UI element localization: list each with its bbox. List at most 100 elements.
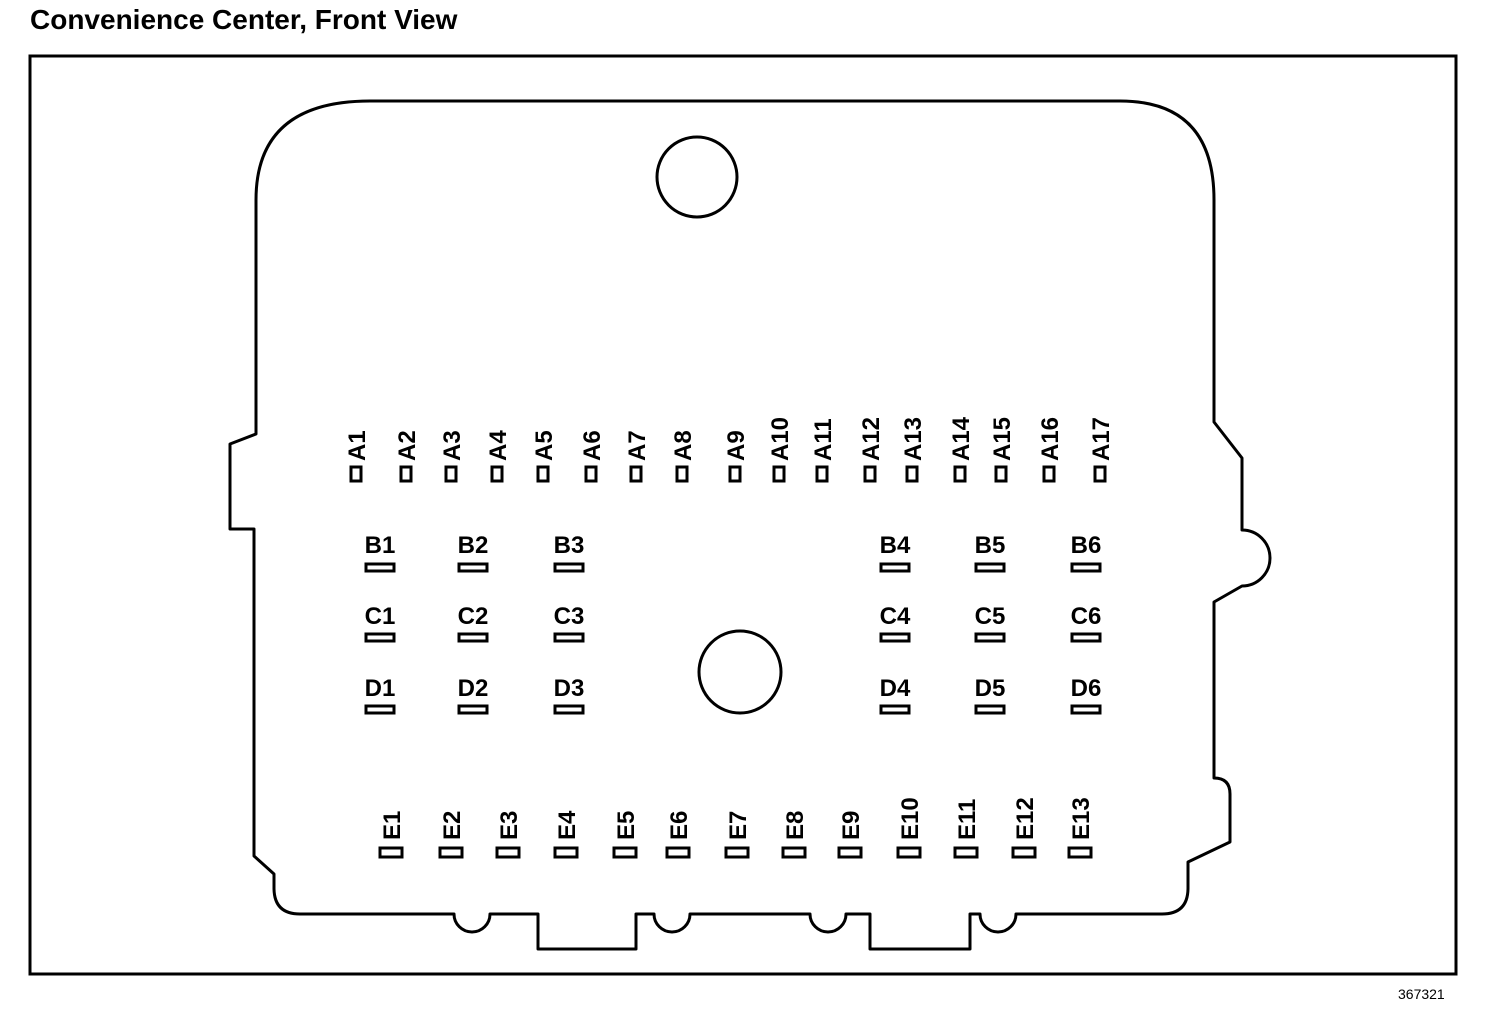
label-b6: B6 [1071,532,1102,559]
terminal-b6 [1070,562,1102,573]
terminal-row-b: B1 B2 B3 B4 B5 B6 [364,532,1102,573]
terminal-e12 [1011,846,1037,859]
label-e9: E9 [838,811,865,840]
label-a17: A17 [1088,417,1115,461]
terminal-e13 [1067,846,1093,859]
terminal-c4 [879,632,911,643]
terminal-a17 [1093,465,1107,483]
terminal-a14 [953,465,967,483]
label-b5: B5 [975,532,1006,559]
terminal-e8 [781,846,807,859]
label-c3: C3 [554,603,585,630]
terminal-b2 [457,562,489,573]
terminal-e6 [665,846,691,859]
label-b4: B4 [880,532,911,559]
label-e8: E8 [782,811,809,840]
terminal-d3 [553,704,585,715]
label-d4: D4 [880,675,911,702]
label-a8: A8 [670,430,697,461]
terminal-a2 [399,465,413,483]
terminal-d4 [879,704,911,715]
terminal-a5 [536,465,550,483]
label-a14: A14 [948,416,975,461]
terminal-a6 [584,465,598,483]
label-e13: E13 [1068,797,1095,840]
label-a10: A10 [767,417,794,461]
terminal-c1 [364,632,396,643]
terminal-d6 [1070,704,1102,715]
terminal-a11 [815,465,829,483]
label-a16: A16 [1037,417,1064,461]
label-a13: A13 [900,417,927,461]
label-a7: A7 [624,430,651,461]
terminal-a13 [905,465,919,483]
terminal-a3 [444,465,458,483]
terminal-e11 [953,846,979,859]
label-b3: B3 [554,532,585,559]
label-a4: A4 [485,430,512,461]
label-e2: E2 [439,811,466,840]
label-e6: E6 [666,811,693,840]
terminal-b5 [974,562,1006,573]
label-a3: A3 [439,430,466,461]
label-a9: A9 [723,430,750,461]
terminal-e5 [612,846,638,859]
terminal-a7 [629,465,643,483]
label-d1: D1 [365,675,396,702]
terminal-c6 [1070,632,1102,643]
label-a1: A1 [344,430,371,461]
terminal-b4 [879,562,911,573]
terminal-a9 [728,465,742,483]
label-b1: B1 [365,532,396,559]
label-d3: D3 [554,675,585,702]
label-c1: C1 [365,603,396,630]
terminal-e9 [837,846,863,859]
terminal-a16 [1042,465,1056,483]
label-e5: E5 [613,811,640,840]
outer-frame [28,54,1458,976]
terminal-a1 [349,465,363,483]
terminal-a10 [772,465,786,483]
terminal-e1 [378,846,404,859]
figure-number: 367321 [1398,986,1445,1002]
label-e11: E11 [954,799,981,840]
terminal-d2 [457,704,489,715]
label-a2: A2 [394,430,421,461]
terminal-d5 [974,704,1006,715]
label-e3: E3 [496,811,523,840]
terminal-c2 [457,632,489,643]
diagram-title: Convenience Center, Front View [30,4,458,35]
terminal-row-a: A1 A2 A3 A4 A5 A6 A7 A8 A9 A10 A11 A12 A13 A14 A15 A16 A… [344,416,1115,483]
label-d6: D6 [1071,675,1102,702]
terminal-a12 [863,465,877,483]
label-d5: D5 [975,675,1006,702]
label-c5: C5 [975,603,1006,630]
label-a6: A6 [579,430,606,461]
center-mounting-hole [697,629,783,715]
label-d2: D2 [458,675,489,702]
label-e1: E1 [379,811,406,840]
label-c4: C4 [880,603,911,630]
terminal-row-d: D1 D2 D3 D4 D5 D6 [364,675,1102,715]
label-e12: E12 [1012,797,1039,840]
terminal-e7 [724,846,750,859]
label-b2: B2 [458,532,489,559]
label-a12: A12 [858,417,885,461]
terminal-b1 [364,562,396,573]
label-c6: C6 [1071,603,1102,630]
terminal-e3 [495,846,521,859]
label-a15: A15 [989,417,1016,461]
label-e4: E4 [554,810,581,840]
terminal-a4 [490,465,504,483]
label-a5: A5 [531,430,558,461]
terminal-d1 [364,704,396,715]
label-a11: A11 [810,418,837,461]
top-mounting-hole [655,135,739,219]
terminal-c5 [974,632,1006,643]
housing-outline [228,99,1272,951]
label-e10: E10 [897,797,924,840]
terminal-e10 [896,846,922,859]
